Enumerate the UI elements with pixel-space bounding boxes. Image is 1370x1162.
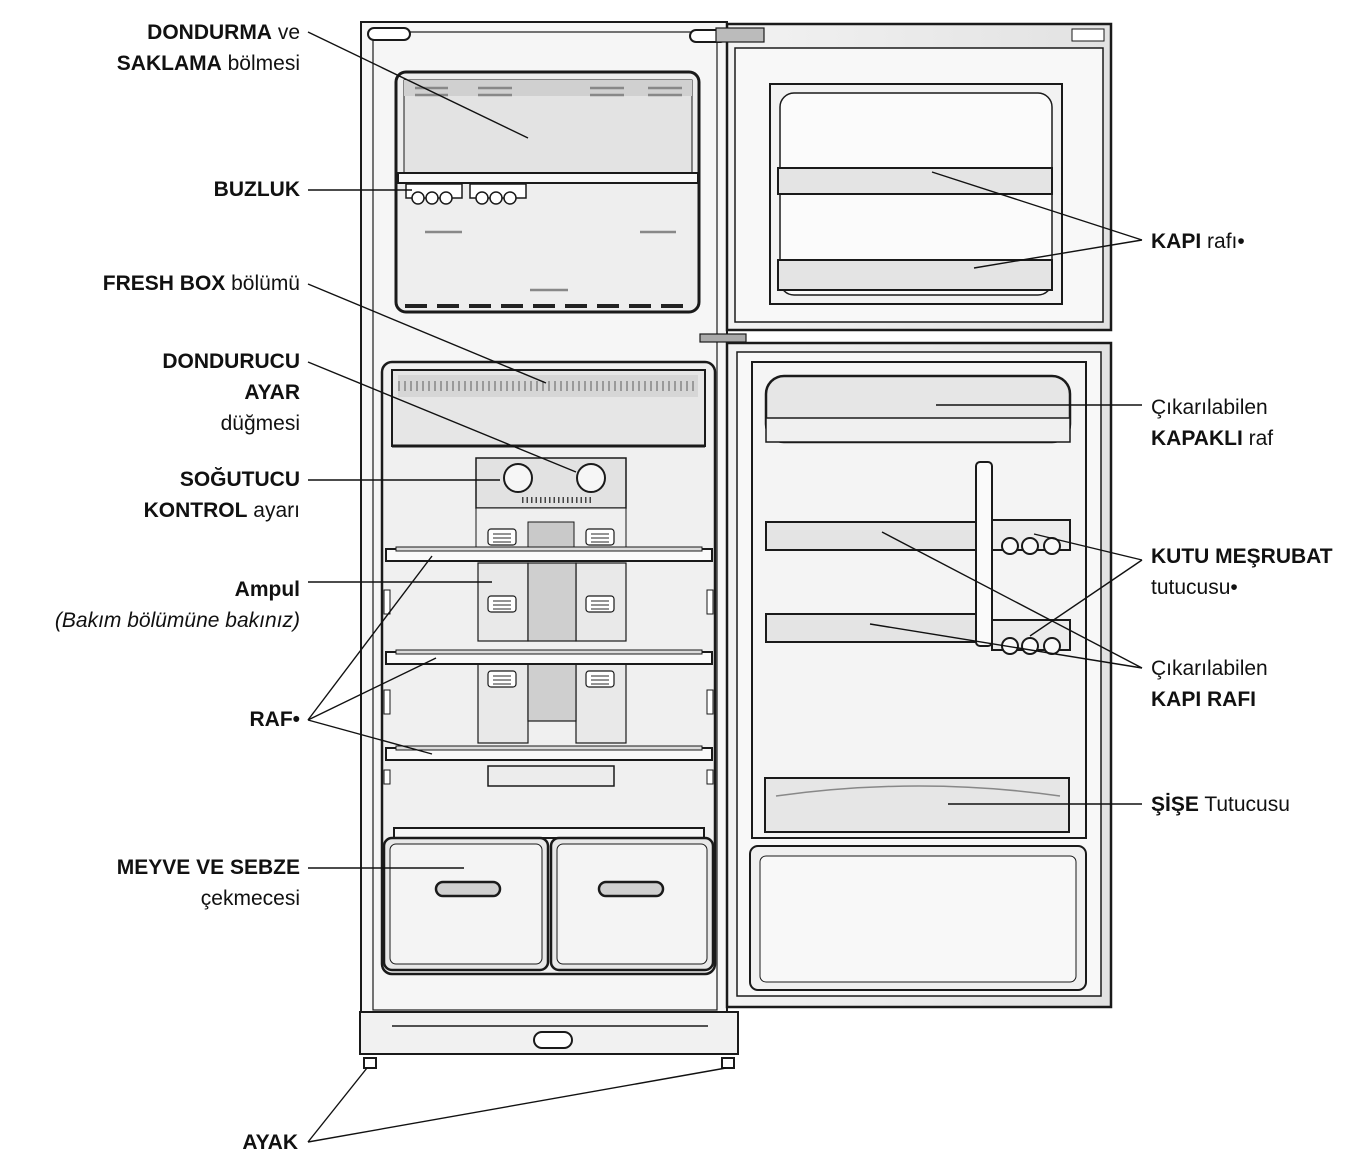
label-text: AYAR [244, 381, 300, 404]
label-ayak: AYAK [242, 1127, 298, 1158]
shelf [385, 546, 713, 761]
removable-door-shelf [765, 521, 977, 643]
label-text: SAKLAMA [116, 52, 222, 75]
label-text: Çıkarılabilen [1151, 657, 1268, 680]
label-meyve-sebze: MEYVE VE SEBZE çekmecesi [117, 852, 300, 914]
fresh-box [391, 369, 706, 448]
label-kapi-rafi: KAPI rafı• [1151, 226, 1245, 257]
label-text: Tutucusu [1198, 793, 1290, 816]
freezer-door [715, 22, 1113, 332]
door-shelf [777, 167, 1053, 291]
label-ampul: Ampul (Bakım bölümüne bakınız) [55, 574, 300, 636]
label-text: Çıkarılabilen [1151, 396, 1268, 419]
label-text: ve [271, 21, 300, 44]
label-text: rafı• [1201, 230, 1245, 253]
label-text: Ampul [234, 578, 300, 601]
label-text: çekmecesi [200, 887, 300, 910]
label-cikarilabilen-kapi-rafi: Çıkarılabilen KAPI RAFI [1151, 653, 1268, 715]
label-text: AYAK [242, 1131, 298, 1154]
ice-tray [405, 183, 527, 205]
label-text: ayarı [247, 499, 300, 522]
crisper-drawer [382, 836, 715, 972]
freezer-compartment [394, 70, 701, 314]
label-kapakli-raf: Çıkarılabilen KAPAKLI raf [1151, 392, 1273, 454]
label-text: ŞİŞE [1151, 793, 1199, 816]
label-sogutucu-kontrol: SOĞUTUCU KONTROL ayarı [144, 464, 300, 526]
label-sise-tutucusu: ŞİŞE Tutucusu [1151, 789, 1290, 820]
label-raf: RAF• [249, 704, 300, 735]
label-buzluk: BUZLUK [214, 174, 300, 205]
label-dondurma-saklama: DONDURMA ve SAKLAMA bölmesi [117, 17, 300, 79]
label-text: DONDURUCU [162, 350, 300, 373]
label-text: (Bakım bölümüne bakınız) [54, 609, 300, 632]
label-text: KAPI [1151, 230, 1202, 253]
label-text: FRESH BOX [102, 272, 226, 295]
label-fresh-box: FRESH BOX bölümü [103, 268, 300, 299]
label-text: KONTROL [143, 499, 248, 522]
label-text: RAF• [249, 708, 300, 731]
bottle-holder [764, 777, 1070, 833]
label-dondurucu-ayar: DONDURUCU AYAR düğmesi [162, 346, 300, 439]
fridge-door [725, 341, 1113, 1009]
label-text: DONDURMA [147, 21, 272, 44]
leader-lines [307, 31, 1143, 1143]
label-text: KAPI RAFI [1151, 688, 1256, 711]
base-plate [359, 1011, 739, 1069]
label-kutu-mesrubat: KUTU MEŞRUBAT tutucusu• [1151, 541, 1333, 603]
label-text: BUZLUK [213, 178, 300, 201]
label-text: bölümü [225, 272, 300, 295]
fridge-compartment [380, 360, 717, 976]
label-text: bölmesi [221, 52, 300, 75]
label-text: KAPAKLI [1151, 427, 1243, 450]
label-text: KUTU MEŞRUBAT [1151, 545, 1333, 568]
label-text: raf [1242, 427, 1274, 450]
label-text: MEYVE VE SEBZE [116, 856, 300, 879]
label-text: tutucusu• [1151, 576, 1238, 599]
label-text: SOĞUTUCU [179, 468, 300, 491]
covered-shelf [764, 374, 1072, 444]
label-text: düğmesi [220, 412, 300, 435]
